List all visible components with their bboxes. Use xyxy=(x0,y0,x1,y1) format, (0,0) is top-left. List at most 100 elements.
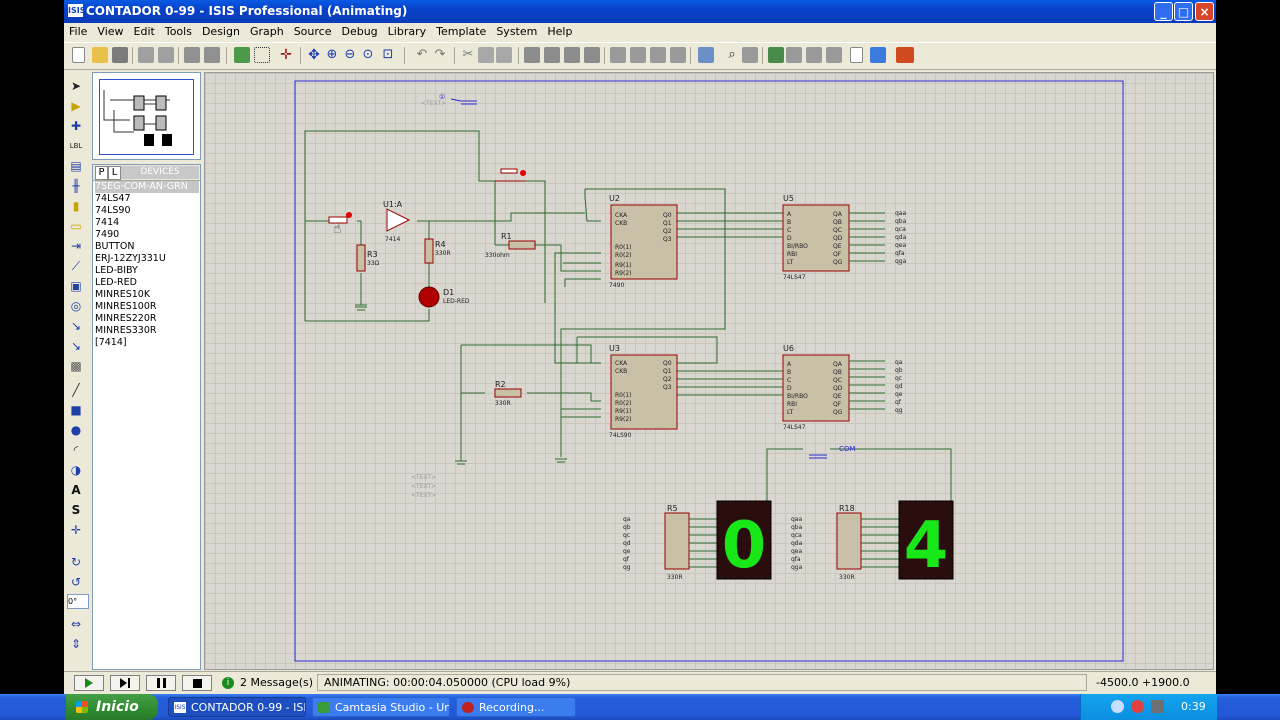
zoom-all-icon[interactable]: ⊙ xyxy=(362,47,374,62)
library-manager-button[interactable]: L xyxy=(108,166,121,180)
property-tool-icon[interactable] xyxy=(742,47,758,63)
decoder-u5[interactable]: U5 74LS47 A B C D BI/RBO RBI LT QA QB QC… xyxy=(782,194,850,281)
menu-help[interactable]: Help xyxy=(547,25,573,38)
junction-icon[interactable]: ✚ xyxy=(70,119,82,133)
device-item[interactable]: LED-RED xyxy=(95,277,137,288)
export-icon[interactable] xyxy=(158,47,174,63)
generator-icon[interactable]: ◎ xyxy=(70,299,82,313)
block-move-icon[interactable] xyxy=(544,47,560,63)
print-area-icon[interactable] xyxy=(204,47,220,63)
open-folder-icon[interactable] xyxy=(92,47,108,63)
device-item[interactable]: [7414] xyxy=(95,337,127,348)
path-icon[interactable]: ◑ xyxy=(70,463,82,477)
save-icon[interactable] xyxy=(112,47,128,63)
power-terminal[interactable]: ① <TEXT> xyxy=(421,93,477,107)
rotate-ccw-icon[interactable]: ↺ xyxy=(70,575,82,589)
marker-icon[interactable]: ✛ xyxy=(70,523,82,537)
security-icon[interactable] xyxy=(1131,700,1144,713)
paste-icon[interactable] xyxy=(496,47,512,63)
schmitt-trigger-u1[interactable]: U1:A 7414 xyxy=(383,200,411,243)
refresh-icon[interactable] xyxy=(234,47,250,63)
subcircuit-icon[interactable]: ▮ xyxy=(72,199,80,213)
import-icon[interactable] xyxy=(138,47,154,63)
voltage-probe-icon[interactable]: ↘ xyxy=(70,319,82,333)
undo-icon[interactable]: ↶ xyxy=(416,47,428,62)
speaker-icon[interactable] xyxy=(1111,700,1124,713)
menu-library[interactable]: Library xyxy=(387,25,427,38)
device-item[interactable]: MINRES10K xyxy=(95,289,151,300)
block-delete-icon[interactable] xyxy=(584,47,600,63)
grid-icon[interactable] xyxy=(254,47,270,63)
device-item[interactable]: 74LS90 xyxy=(95,205,131,216)
menu-source[interactable]: Source xyxy=(293,25,332,38)
packaging-icon[interactable] xyxy=(650,47,666,63)
block-copy-icon[interactable] xyxy=(524,47,540,63)
counter-u2[interactable]: U2 7490 CKA CKB R0(1) R0(2) R9(1) R9(2) … xyxy=(609,194,678,289)
decoder-u6[interactable]: U6 74LS47 A B C D BI/RBO RBI LT QA QB QC… xyxy=(782,344,850,431)
symbol-icon[interactable]: S xyxy=(71,503,81,517)
device-item[interactable]: BUTTON xyxy=(95,241,135,252)
remove-sheet-icon[interactable] xyxy=(786,47,802,63)
menu-file[interactable]: File xyxy=(69,25,88,38)
select-arrow-icon[interactable]: ➤ xyxy=(70,79,82,93)
redo-icon[interactable]: ↷ xyxy=(434,47,446,62)
resistor-r3[interactable]: R3 33Ω xyxy=(356,244,380,272)
device-pin-icon[interactable]: ⇥ xyxy=(70,239,82,253)
mirror-horizontal-icon[interactable]: ⇔ xyxy=(70,617,82,631)
ares-icon[interactable] xyxy=(896,47,914,63)
pick-device-icon[interactable] xyxy=(610,47,626,63)
device-item[interactable]: LED-BIBY xyxy=(95,265,138,276)
menu-view[interactable]: View xyxy=(97,25,124,38)
copy-icon[interactable] xyxy=(478,47,494,63)
resistor-pack-r5[interactable]: R5 330R xyxy=(664,504,690,581)
led-d1[interactable]: D1 LED-RED xyxy=(418,286,470,308)
new-sheet-icon[interactable] xyxy=(768,47,784,63)
app-icon[interactable]: ISIS xyxy=(68,4,86,17)
exit-sheet-icon[interactable] xyxy=(806,47,822,63)
virtual-instrument-icon[interactable]: ▩ xyxy=(70,359,82,373)
menu-edit[interactable]: Edit xyxy=(133,25,155,38)
com-terminal[interactable]: COM xyxy=(809,445,855,459)
task-isis[interactable]: ISIS CONTADOR 0-99 - ISIS... xyxy=(168,697,306,717)
decompose-icon[interactable] xyxy=(670,47,686,63)
bom-icon[interactable] xyxy=(826,47,842,63)
task-recording[interactable]: Recording... xyxy=(456,697,576,717)
device-item[interactable]: MINRES330R xyxy=(95,325,157,336)
play-button[interactable] xyxy=(74,675,104,691)
menu-system[interactable]: System xyxy=(496,25,538,38)
maximize-button[interactable]: □ xyxy=(1174,2,1193,21)
line-icon[interactable]: ╱ xyxy=(72,383,80,397)
tape-recorder-icon[interactable]: ▣ xyxy=(70,279,82,293)
device-item[interactable]: MINRES220R xyxy=(95,313,157,324)
search-icon[interactable]: ⌕ xyxy=(728,47,736,62)
text-icon[interactable]: A xyxy=(71,483,81,497)
report-icon[interactable] xyxy=(850,47,863,63)
device-item[interactable]: MINRES100R xyxy=(95,301,157,312)
step-button[interactable] xyxy=(110,675,140,691)
title-bar[interactable]: ISIS CONTADOR 0-99 - ISIS Professional (… xyxy=(64,0,1216,23)
menu-graph[interactable]: Graph xyxy=(249,25,284,38)
make-device-icon[interactable] xyxy=(630,47,646,63)
resistor-pack-r18[interactable]: R18 330R xyxy=(836,504,862,581)
netlist-icon[interactable] xyxy=(870,47,886,63)
device-item[interactable]: 7414 xyxy=(95,217,120,228)
wire-label-icon[interactable]: LBL xyxy=(69,142,83,150)
pick-from-library-button[interactable]: P xyxy=(95,166,108,180)
block-rotate-icon[interactable] xyxy=(564,47,580,63)
info-icon[interactable]: i xyxy=(222,677,234,689)
print-icon[interactable] xyxy=(184,47,200,63)
box-icon[interactable]: ■ xyxy=(70,403,82,417)
menu-design[interactable]: Design xyxy=(201,25,240,38)
overview-window[interactable] xyxy=(92,72,201,160)
mirror-vertical-icon[interactable]: ⇕ xyxy=(70,637,82,651)
resistor-r4[interactable]: R4 330R xyxy=(424,238,451,264)
cut-icon[interactable]: ✂ xyxy=(462,47,474,62)
pause-button[interactable] xyxy=(146,675,176,691)
clock-button[interactable]: ☝ xyxy=(328,212,352,237)
origin-icon[interactable]: ✛ xyxy=(280,47,292,63)
device-item[interactable]: 74LS47 xyxy=(95,193,131,204)
new-file-icon[interactable] xyxy=(72,47,85,63)
device-item[interactable]: ERJ-12ZYJ331U xyxy=(95,253,166,264)
device-item[interactable]: 7490 xyxy=(95,229,120,240)
zoom-area-icon[interactable]: ⊡ xyxy=(382,47,394,62)
